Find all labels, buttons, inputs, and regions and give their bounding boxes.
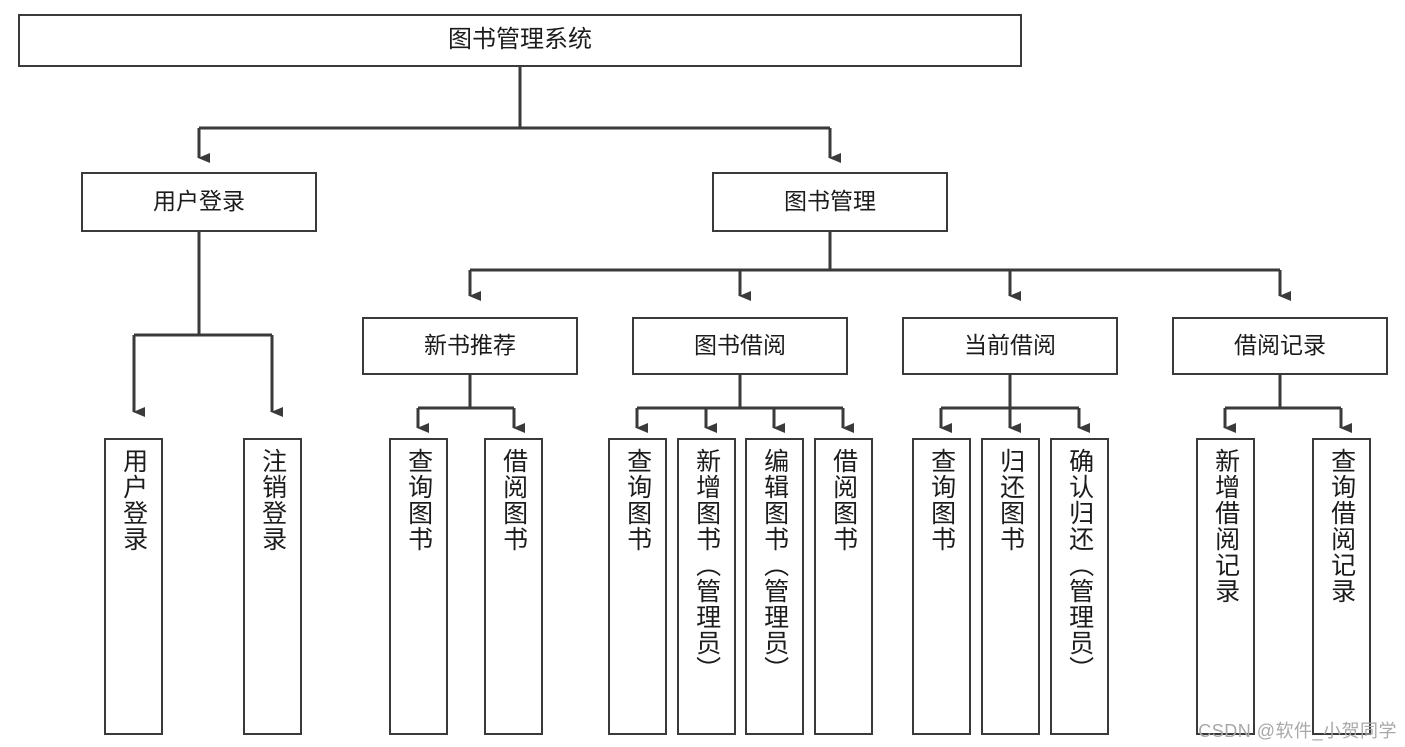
leaf-current-confirm-return[interactable]: 确认归还（管理员）	[1050, 438, 1109, 735]
leaf-borrow-add-book[interactable]: 新增图书（管理员）	[677, 438, 736, 735]
node-user-login[interactable]: 用户登录	[81, 172, 317, 232]
node-borrow-record[interactable]: 借阅记录	[1172, 317, 1388, 375]
leaf-newbook-borrow-book[interactable]: 借阅图书	[484, 438, 543, 735]
leaf-user-login-label: 用户登录	[119, 448, 148, 552]
leaf-current-query-book-label: 查询图书	[927, 448, 956, 552]
node-user-login-label: 用户登录	[153, 188, 245, 215]
leaf-newbook-query-book[interactable]: 查询图书	[389, 438, 448, 735]
node-root[interactable]: 图书管理系统	[18, 14, 1022, 67]
node-new-book-recommend[interactable]: 新书推荐	[362, 317, 578, 375]
leaf-record-add-record[interactable]: 新增借阅记录	[1196, 438, 1255, 735]
leaf-borrow-query-book-label: 查询图书	[623, 448, 652, 552]
leaf-borrow-borrow-book[interactable]: 借阅图书	[814, 438, 873, 735]
leaf-newbook-query-book-label: 查询图书	[404, 448, 433, 552]
leaf-logout-label: 注销登录	[258, 448, 287, 552]
node-borrow-record-label: 借阅记录	[1234, 332, 1326, 359]
node-new-book-recommend-label: 新书推荐	[424, 332, 516, 359]
leaf-borrow-edit-book-label: 编辑图书（管理员）	[760, 448, 789, 682]
node-current-borrow-label: 当前借阅	[964, 332, 1056, 359]
leaf-borrow-edit-book[interactable]: 编辑图书（管理员）	[745, 438, 804, 735]
node-book-management-label: 图书管理	[784, 188, 876, 215]
leaf-record-add-record-label: 新增借阅记录	[1211, 448, 1240, 604]
leaf-current-query-book[interactable]: 查询图书	[912, 438, 971, 735]
leaf-borrow-add-book-label: 新增图书（管理员）	[692, 448, 721, 682]
leaf-current-return-book-label: 归还图书	[996, 448, 1025, 552]
leaf-current-confirm-return-label: 确认归还（管理员）	[1065, 448, 1094, 682]
leaf-newbook-borrow-book-label: 借阅图书	[499, 448, 528, 552]
leaf-logout[interactable]: 注销登录	[243, 438, 302, 735]
leaf-borrow-borrow-book-label: 借阅图书	[829, 448, 858, 552]
node-current-borrow[interactable]: 当前借阅	[902, 317, 1118, 375]
node-root-label: 图书管理系统	[448, 26, 592, 54]
leaf-record-query-record-label: 查询借阅记录	[1327, 448, 1356, 604]
leaf-record-query-record[interactable]: 查询借阅记录	[1312, 438, 1371, 735]
node-book-borrow-label: 图书借阅	[694, 332, 786, 359]
node-book-management[interactable]: 图书管理	[712, 172, 948, 232]
node-book-borrow[interactable]: 图书借阅	[632, 317, 848, 375]
leaf-borrow-query-book[interactable]: 查询图书	[608, 438, 667, 735]
leaf-user-login[interactable]: 用户登录	[104, 438, 163, 735]
leaf-current-return-book[interactable]: 归还图书	[981, 438, 1040, 735]
